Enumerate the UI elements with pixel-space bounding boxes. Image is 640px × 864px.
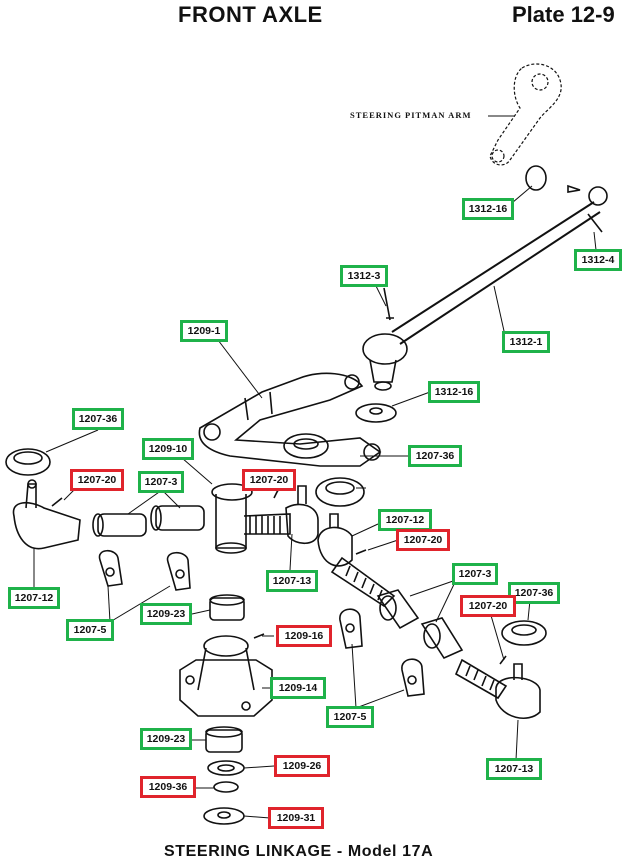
part-label-1207-20[interactable]: 1207-20 xyxy=(242,469,296,491)
washer-1209-36 xyxy=(213,781,239,793)
sleeves-1207-3-right xyxy=(376,589,464,660)
page-title: FRONT AXLE xyxy=(178,2,323,27)
part-label-1209-1[interactable]: 1209-1 xyxy=(180,320,228,342)
bearing-1209-23-lower xyxy=(205,726,243,753)
part-label-1207-3[interactable]: 1207-3 xyxy=(138,471,184,493)
part-label-1312-16[interactable]: 1312-16 xyxy=(462,198,514,220)
washer-1209-26 xyxy=(207,760,245,776)
part-label-1207-3[interactable]: 1207-3 xyxy=(452,563,498,585)
part-label-1312-4[interactable]: 1312-4 xyxy=(574,249,622,271)
part-label-1209-31[interactable]: 1209-31 xyxy=(268,807,324,829)
part-label-1312-3[interactable]: 1312-3 xyxy=(340,265,388,287)
pitman-arm-outline xyxy=(489,63,562,166)
part-label-1207-36[interactable]: 1207-36 xyxy=(408,445,462,467)
clamps-1207-5-right xyxy=(339,608,425,697)
part-label-1312-1[interactable]: 1312-1 xyxy=(502,331,550,353)
part-label-1207-20[interactable]: 1207-20 xyxy=(396,529,450,551)
pin-1209-10 xyxy=(211,483,253,554)
leader-lines xyxy=(33,185,597,819)
tie-rod-end-left xyxy=(12,479,81,550)
fitting-1207-20-c xyxy=(355,549,367,555)
part-label-1312-16[interactable]: 1312-16 xyxy=(428,381,480,403)
part-label-1207-20[interactable]: 1207-20 xyxy=(460,595,516,617)
part-label-1207-13[interactable]: 1207-13 xyxy=(266,570,318,592)
bushing-1207-36-mid xyxy=(283,433,329,459)
part-label-1209-23[interactable]: 1209-23 xyxy=(140,603,192,625)
part-label-1209-26[interactable]: 1209-26 xyxy=(274,755,330,777)
bearing-1209-23-upper xyxy=(209,594,245,621)
bellcrank-1209-1 xyxy=(198,372,382,467)
pitman-arm-callout: STEERING PITMAN ARM xyxy=(350,110,472,120)
plate-number: Plate 12-9 xyxy=(512,2,615,27)
grommet-1207-36-left xyxy=(5,448,51,476)
clamps-1207-5-left xyxy=(98,549,191,591)
part-label-1207-36[interactable]: 1207-36 xyxy=(72,408,124,430)
washer-1312-16-top xyxy=(525,165,547,191)
bolt-1312-3 xyxy=(383,287,394,321)
housing-1209-14 xyxy=(179,635,273,717)
figure-caption: STEERING LINKAGE - Model 17A xyxy=(164,843,434,860)
part-label-1209-14[interactable]: 1209-14 xyxy=(270,677,326,699)
fitting-1207-20-a xyxy=(51,497,63,507)
bushing-1207-36-lower xyxy=(501,620,547,646)
part-label-1207-5[interactable]: 1207-5 xyxy=(326,706,374,728)
tie-rod-center xyxy=(243,485,319,545)
part-label-1209-36[interactable]: 1209-36 xyxy=(140,776,196,798)
part-label-1207-12[interactable]: 1207-12 xyxy=(8,587,60,609)
part-label-1207-36[interactable]: 1207-36 xyxy=(508,582,560,604)
tie-rod-end-right-lower xyxy=(454,658,541,720)
nut-1312-16-lower xyxy=(355,403,397,423)
drag-link xyxy=(362,184,608,391)
part-label-1209-10[interactable]: 1209-10 xyxy=(142,438,194,460)
part-label-1207-13[interactable]: 1207-13 xyxy=(486,758,542,780)
part-label-1209-23[interactable]: 1209-23 xyxy=(140,728,192,750)
sleeves-1207-3-left xyxy=(92,505,205,537)
fitting-1207-20-d xyxy=(499,655,507,665)
part-label-1207-5[interactable]: 1207-5 xyxy=(66,619,114,641)
part-label-1207-12[interactable]: 1207-12 xyxy=(378,509,432,531)
part-label-1209-16[interactable]: 1209-16 xyxy=(276,625,332,647)
washer-1209-31 xyxy=(203,807,245,825)
fitting-1209-16 xyxy=(253,633,265,639)
bushing-1207-36-right xyxy=(315,477,365,507)
part-label-1207-20[interactable]: 1207-20 xyxy=(70,469,124,491)
